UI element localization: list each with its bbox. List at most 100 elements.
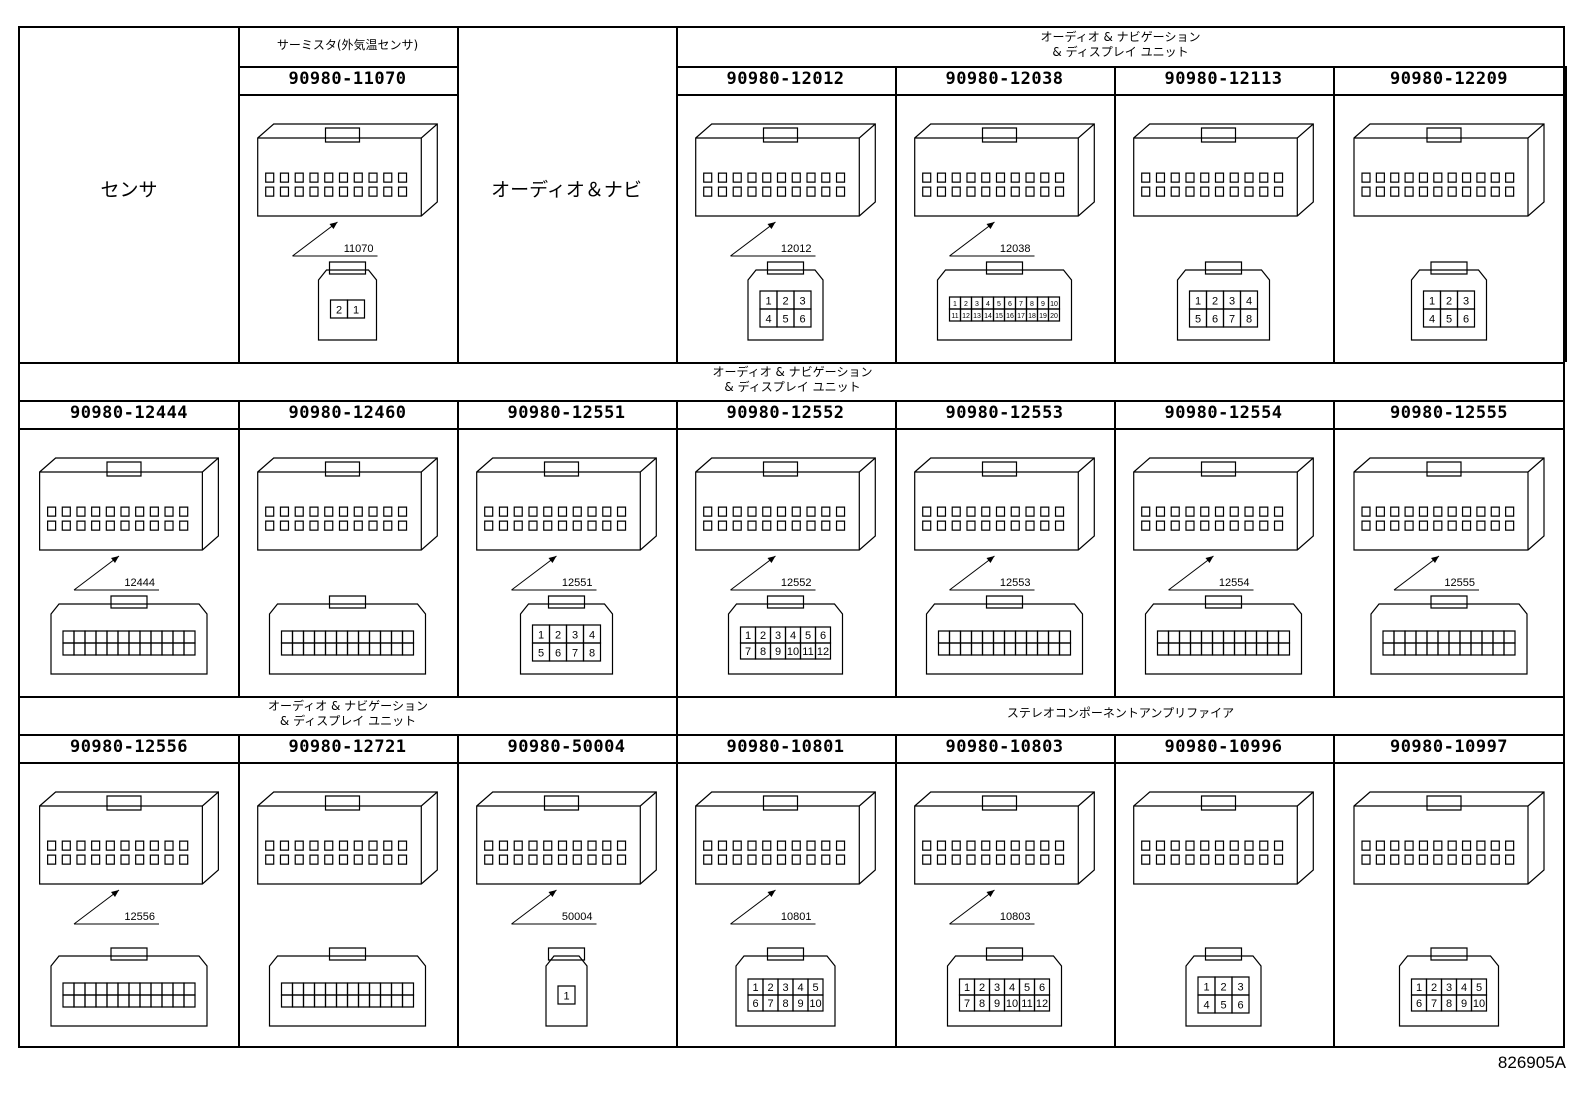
pin-cavity — [1416, 643, 1427, 655]
pin-cavity — [1394, 631, 1405, 643]
pin-number: 1 — [1416, 982, 1422, 994]
pin-cavity — [1460, 631, 1471, 643]
part-number: 90980-10803 — [945, 737, 1064, 757]
pin-cavity — [1383, 643, 1394, 655]
pin-number: 10 — [1050, 301, 1058, 308]
callout-label: 10803 — [1000, 911, 1031, 923]
grid-line — [1333, 734, 1335, 1048]
grid-line — [20, 734, 1565, 736]
pin-cavity — [315, 631, 326, 643]
pin-cavity — [162, 631, 173, 643]
pin-cavity — [961, 643, 972, 655]
pin-number: 10 — [809, 998, 821, 1010]
pin-cavity — [96, 983, 107, 995]
pin-cavity — [972, 631, 983, 643]
pin-cavity — [359, 643, 370, 655]
pin-cavity — [994, 643, 1005, 655]
pin-cavity — [1241, 309, 1258, 327]
pin-cavity — [1257, 631, 1268, 643]
housing-isometric — [40, 458, 219, 550]
part-number: 90980-12460 — [288, 403, 407, 423]
pin-number: 16 — [1006, 313, 1014, 320]
pin-number: 2 — [1220, 982, 1226, 994]
grid-line — [20, 428, 1565, 430]
pin-cavity — [381, 983, 392, 995]
pin-cavity — [184, 631, 195, 643]
pin-cavity — [359, 995, 370, 1007]
pin-cavity — [794, 309, 811, 327]
grid-line — [676, 400, 678, 696]
pin-cavity — [118, 983, 129, 995]
pin-number: 1 — [752, 982, 758, 994]
pin-number: 2 — [760, 630, 766, 642]
pin-cavity — [1268, 631, 1279, 643]
housing-isometric — [1354, 124, 1544, 216]
pin-number: 4 — [790, 630, 796, 642]
pin-cavity — [326, 995, 337, 1007]
pin-cavity — [939, 631, 950, 643]
pin-cavity — [808, 995, 823, 1011]
pin-cavity — [1158, 643, 1169, 655]
pin-number: 2 — [1431, 982, 1437, 994]
pin-cavity — [1158, 631, 1169, 643]
pin-cavity — [184, 983, 195, 995]
mating-face-view — [1371, 596, 1527, 674]
pin-cavity — [293, 995, 304, 1007]
pin-number: 7 — [1019, 301, 1023, 308]
grid-line — [1114, 734, 1116, 1048]
pin-number: 1 — [745, 630, 751, 642]
housing-isometric — [1134, 792, 1314, 884]
pin-number: 3 — [1237, 982, 1243, 994]
pin-cavity — [381, 643, 392, 655]
pin-cavity — [96, 643, 107, 655]
pin-cavity — [337, 995, 348, 1007]
pin-cavity — [381, 631, 392, 643]
pin-number: 5 — [812, 982, 818, 994]
group-title: ステレオコンポーネントアンプリファイア — [1006, 706, 1235, 720]
pin-cavity — [392, 983, 403, 995]
pin-cavity — [107, 631, 118, 643]
pin-cavity — [1268, 643, 1279, 655]
pin-number: 1 — [1195, 296, 1201, 308]
pin-cavity — [1235, 631, 1246, 643]
connector-cell: 12444 — [20, 428, 238, 696]
pin-cavity — [1504, 631, 1515, 643]
pin-cavity — [162, 995, 173, 1007]
pin-number: 4 — [797, 982, 803, 994]
pin-cavity — [184, 643, 195, 655]
pin-number: 6 — [1039, 982, 1045, 994]
pin-number: 3 — [775, 630, 781, 642]
pin-cavity — [1005, 643, 1016, 655]
housing-isometric — [40, 792, 219, 884]
pin-cavity — [584, 643, 601, 661]
housing-isometric — [477, 458, 657, 550]
pin-cavity — [63, 995, 74, 1007]
pin-cavity — [1460, 643, 1471, 655]
grid-line — [676, 696, 678, 1048]
connector-drawing: 12444 — [20, 428, 238, 696]
pin-cavity — [151, 983, 162, 995]
pin-cavity — [151, 631, 162, 643]
pin-cavity — [85, 983, 96, 995]
pin-cavity — [983, 631, 994, 643]
pin-cavity — [140, 995, 151, 1007]
pin-cavity — [359, 983, 370, 995]
pin-number: 9 — [775, 646, 781, 658]
grid-line — [895, 66, 897, 362]
pin-cavity — [1224, 643, 1235, 655]
pin-number: 3 — [975, 301, 979, 308]
pin-cavity — [1394, 643, 1405, 655]
group-title: オーディオ & ナビゲーション & ディスプレイ ユニット — [712, 365, 873, 394]
pin-number: 6 — [820, 630, 826, 642]
grid-line — [20, 762, 1565, 764]
pin-number: 12 — [817, 646, 829, 658]
connector-drawing — [238, 762, 457, 1048]
